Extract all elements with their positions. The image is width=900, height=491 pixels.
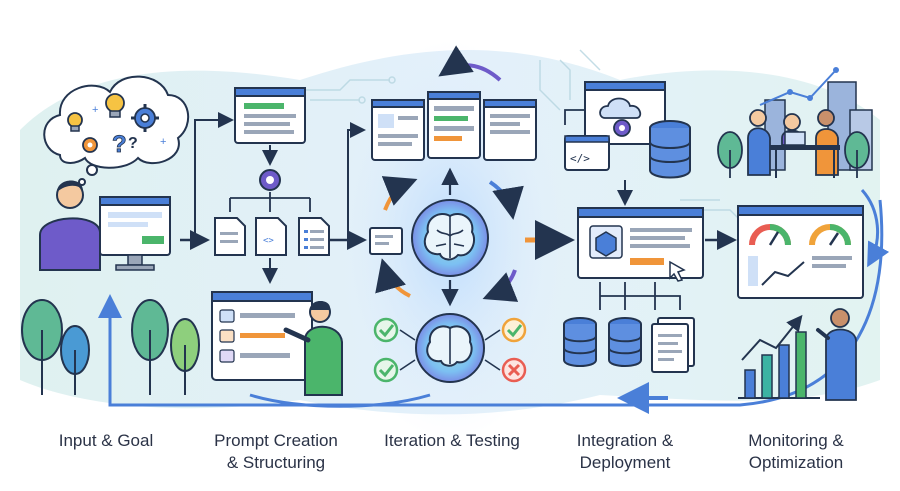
- deployment-dashboard-window: [577, 207, 704, 282]
- sparkle-icon: +: [92, 104, 98, 116]
- person-editing-icon: [283, 301, 343, 396]
- stage-label-line: Optimization: [748, 453, 844, 472]
- package-icon: [595, 231, 617, 257]
- gauge-icon: [749, 224, 791, 246]
- ai-brain-icon: [415, 313, 485, 383]
- arrow-icon: [194, 112, 234, 240]
- stage-iteration-testing-illustration: [369, 45, 537, 383]
- question-mark-icon: ?: [112, 131, 127, 158]
- team-at-desk-icon: [747, 109, 840, 178]
- cycle-arrow-icon: [438, 45, 502, 82]
- checklist-document-icon: [298, 217, 330, 256]
- trees-icon: [21, 299, 200, 395]
- person-analyzing-icon: [816, 308, 857, 401]
- stage-label-line: Deployment: [579, 453, 671, 472]
- document-icon: [214, 217, 246, 256]
- gear-icon: [259, 169, 281, 191]
- stage-monitoring-illustration: [717, 67, 890, 401]
- trees-icon: [717, 131, 870, 178]
- code-document-icon: <>: [255, 217, 287, 256]
- check-icon: [501, 317, 527, 343]
- gauge-icon: [809, 224, 851, 246]
- sparkle-icon: +: [160, 136, 166, 148]
- input-card-icon: [369, 227, 403, 255]
- gear-icon: [82, 137, 98, 153]
- code-symbol: </>: [570, 152, 590, 165]
- stage-label-iteration-testing: Iteration & Testing: [372, 430, 532, 452]
- stage-label-line: Integration &: [576, 431, 674, 450]
- question-mark-icon: ?: [128, 135, 138, 152]
- database-icon: [649, 120, 691, 179]
- laptop-icon: [784, 131, 806, 146]
- variant-card: [371, 99, 425, 161]
- database-icon: [608, 317, 642, 367]
- gear-icon: [613, 119, 631, 137]
- cloud-icon: [599, 97, 642, 119]
- lightbulb-icon: [67, 112, 83, 132]
- database-icon: [563, 317, 597, 367]
- cycle-arrow-icon: [488, 180, 524, 220]
- stage-label-integration-deployment: Integration & Deployment: [545, 430, 705, 474]
- cursor-icon: [669, 260, 686, 282]
- cycle-arrow-icon: [375, 258, 411, 298]
- prompt-template-card: [234, 87, 306, 144]
- stage-prompt-creation-illustration: <>: [211, 87, 343, 396]
- svg-text:<>: <>: [263, 236, 274, 246]
- lightbulb-icon: [105, 93, 125, 118]
- arrow-icon: [347, 122, 366, 240]
- gear-icon: [131, 104, 159, 132]
- cloud-server-window: [584, 81, 666, 145]
- stage-label-line: & Structuring: [226, 453, 326, 472]
- stage-label-prompt-creation: Prompt Creation & Structuring: [196, 430, 356, 474]
- stage-input-goal-illustration: ? ? + +: [21, 75, 200, 395]
- check-icon: [373, 357, 399, 383]
- analytics-dashboard-window: [737, 205, 864, 299]
- stage-label-line: Iteration & Testing: [384, 431, 520, 450]
- ai-brain-icon: [411, 199, 489, 277]
- prompt-editor-window: [211, 291, 313, 381]
- idea-thought-cloud: ? ? + +: [43, 75, 190, 186]
- check-icon: [373, 317, 399, 343]
- stage-label-line: Prompt Creation: [214, 431, 338, 450]
- stage-label-line: Input & Goal: [58, 431, 154, 450]
- stage-label-input-goal: Input & Goal: [26, 430, 186, 452]
- monitor-icon: [99, 196, 171, 271]
- stage-label-monitoring-optimization: Monitoring & Optimization: [716, 430, 876, 474]
- variant-card: [427, 91, 481, 159]
- cycle-arrow-icon: [482, 269, 519, 302]
- growth-bar-chart-icon: [738, 314, 820, 399]
- document-stack-icon: [651, 317, 695, 373]
- variant-card: [483, 99, 537, 161]
- stage-integration-illustration: </>: [563, 81, 704, 373]
- cycle-arrow-icon: [381, 176, 418, 211]
- error-x-icon: [501, 357, 527, 383]
- stage-label-line: Monitoring &: [748, 431, 844, 450]
- code-window-icon: </>: [564, 135, 610, 171]
